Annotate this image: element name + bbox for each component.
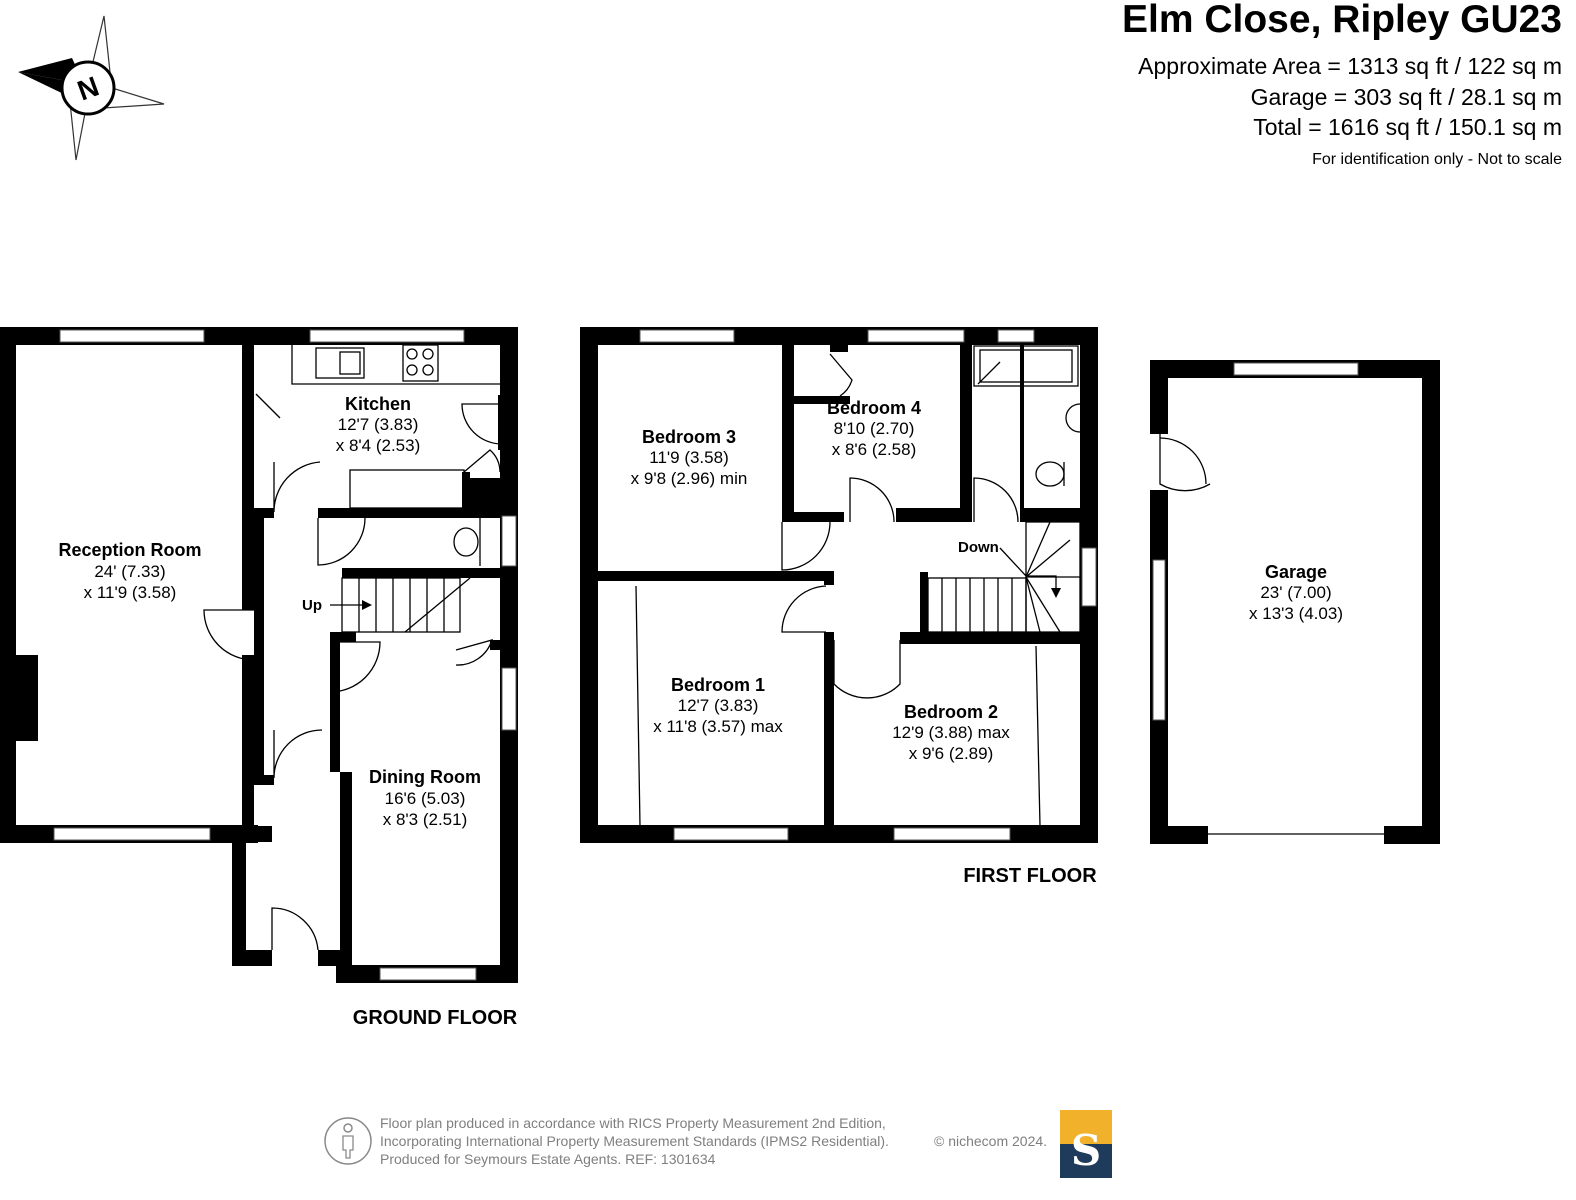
first-floor-plan (580, 327, 1098, 843)
room-dim-1: 11'9 (3.58) (649, 448, 728, 467)
room-kitchen: Kitchen 12'7 (3.83) x 8'4 (2.53) (336, 394, 421, 455)
room-dim-1: 12'7 (3.83) (338, 415, 419, 434)
room-dim-2: x 8'4 (2.53) (336, 436, 421, 455)
room-dim-1: 24' (7.33) (94, 562, 165, 581)
ground-floor-label: GROUND FLOOR (353, 1007, 518, 1029)
room-dim-2: x 13'3 (4.03) (1249, 604, 1343, 623)
room-bedroom-1: Bedroom 1 12'7 (3.83) x 11'8 (3.57) max (653, 675, 783, 736)
compass-rose-icon: N (18, 15, 165, 161)
seymours-logo: S (1060, 1110, 1112, 1178)
room-name: Garage (1265, 562, 1327, 582)
room-name: Kitchen (345, 394, 411, 414)
room-dim-1: 8'10 (2.70) (834, 419, 915, 438)
room-dim-1: 16'6 (5.03) (385, 789, 466, 808)
room-reception: Reception Room 24' (7.33) x 11'9 (3.58) (58, 540, 201, 602)
room-bedroom-2: Bedroom 2 12'9 (3.88) max x 9'6 (2.89) (892, 702, 1010, 763)
first-floor-label: FIRST FLOOR (963, 865, 1097, 887)
approximate-area: Approximate Area = 1313 sq ft / 122 sq m (1138, 53, 1562, 79)
rics-badge-icon (324, 1117, 372, 1165)
footer-line-3: Produced for Seymours Estate Agents. REF… (380, 1151, 716, 1167)
room-name: Dining Room (369, 767, 481, 787)
garage-area: Garage = 303 sq ft / 28.1 sq m (1251, 84, 1562, 110)
stairs-up-label: Up (302, 597, 322, 614)
room-bedroom-3: Bedroom 3 11'9 (3.58) x 9'8 (2.96) min (631, 427, 748, 488)
room-dim-2: x 11'8 (3.57) max (653, 717, 783, 736)
logo-letter: S (1071, 1126, 1101, 1175)
room-dim-2: x 9'8 (2.96) min (631, 469, 748, 488)
garage-plan (1150, 360, 1440, 844)
room-dim-2: x 11'9 (3.58) (84, 583, 177, 602)
room-dim-1: 23' (7.00) (1260, 583, 1331, 602)
room-dim-2: x 8'6 (2.58) (832, 440, 917, 459)
room-dim-2: x 9'6 (2.89) (909, 744, 994, 763)
footer-line-2: Incorporating International Property Mea… (380, 1133, 889, 1149)
room-name: Reception Room (58, 540, 201, 560)
room-name: Bedroom 2 (904, 702, 998, 722)
footer-line-1: Floor plan produced in accordance with R… (380, 1115, 886, 1131)
total-area: Total = 1616 sq ft / 150.1 sq m (1253, 114, 1562, 140)
room-name: Bedroom 3 (642, 427, 736, 447)
scale-note: For identification only - Not to scale (1312, 151, 1562, 168)
room-name: Bedroom 1 (671, 675, 765, 695)
footer-copyright: © nichecom 2024. (934, 1133, 1047, 1149)
property-title: Elm Close, Ripley GU23 (1122, 0, 1562, 41)
room-dim-2: x 8'3 (2.51) (383, 810, 468, 829)
room-bedroom-4: Bedroom 4 8'10 (2.70) x 8'6 (2.58) (827, 398, 921, 459)
ground-floor-plan (0, 327, 518, 983)
room-dim-1: 12'9 (3.88) max (892, 723, 1010, 742)
room-dining: Dining Room 16'6 (5.03) x 8'3 (2.51) (369, 767, 481, 829)
room-dim-1: 12'7 (3.83) (678, 696, 759, 715)
room-garage: Garage 23' (7.00) x 13'3 (4.03) (1249, 562, 1343, 623)
room-name: Bedroom 4 (827, 398, 921, 418)
stairs-down-label: Down (958, 539, 999, 556)
